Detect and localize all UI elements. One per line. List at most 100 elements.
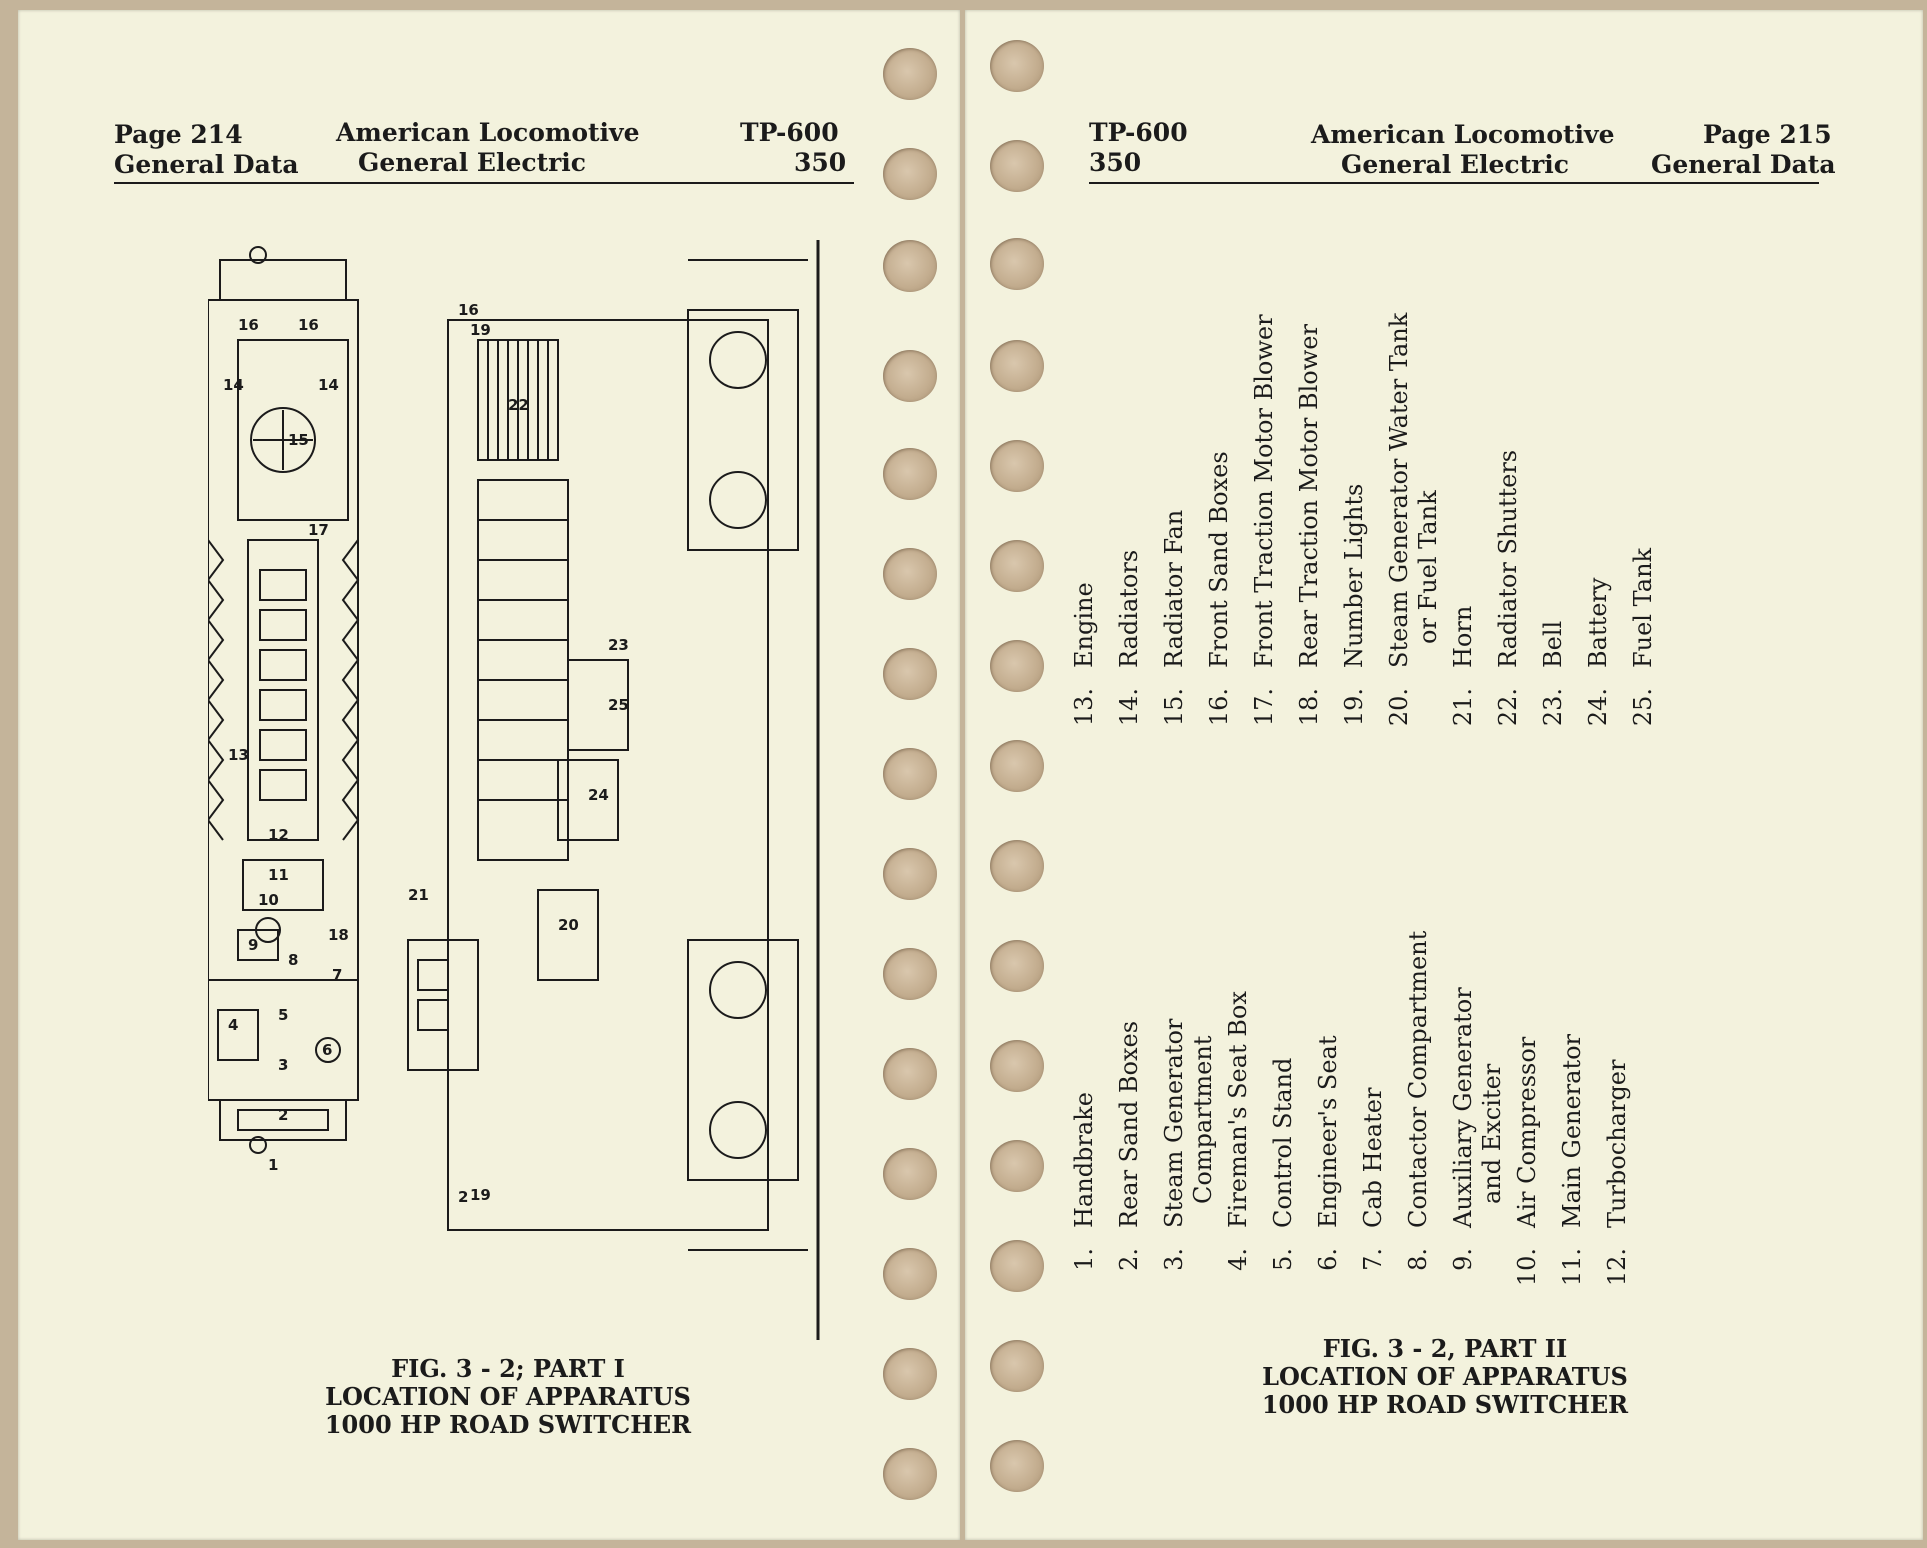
legend-item-label-line1: Horn <box>1449 605 1477 668</box>
punch-hole <box>990 1140 1044 1192</box>
legend-item-label-line1: Engineer's Seat <box>1314 1035 1342 1229</box>
legend-item: 22.Radiator Shutters <box>1494 313 1523 750</box>
punch-hole <box>990 340 1044 392</box>
legend-item: 4.Fireman's Seat Box <box>1224 931 1253 1310</box>
diagram-label-16a: 16 <box>238 316 259 334</box>
left-caption: FIG. 3 - 2; PART I LOCATION OF APPARATUS… <box>268 1355 748 1439</box>
legend-item-number: 9. <box>1449 1248 1477 1271</box>
legend-item-number: 1. <box>1070 1248 1098 1271</box>
diagram-label-10: 10 <box>258 891 279 909</box>
right-header-rule <box>1089 182 1819 184</box>
legend-item-number: 5. <box>1269 1248 1297 1271</box>
battery-box <box>557 759 619 841</box>
legend-item: 6. Engineer's Seat <box>1314 931 1343 1310</box>
diagram-label-1: 1 <box>268 1156 278 1174</box>
legend-item-label-line1: Rear Sand Boxes <box>1115 1020 1143 1228</box>
legend-item-number: 13. <box>1070 688 1098 727</box>
legend-item-number: 7. <box>1359 1248 1387 1271</box>
legend-item-label: Contactor Compartment <box>1404 931 1433 1228</box>
legend-item-label-line2: and Exciter <box>1478 1063 1506 1204</box>
punch-hole <box>883 148 937 200</box>
legend-item-number: 25. <box>1629 688 1657 727</box>
punch-hole <box>883 1248 937 1300</box>
right-company-line1: American Locomotive <box>1311 120 1615 149</box>
cab-plan <box>208 979 359 1101</box>
legend-item-number: 4. <box>1224 1248 1252 1271</box>
legend-item: 21. Horn <box>1449 313 1478 750</box>
fuel-tank-box <box>567 659 629 751</box>
right-caption: FIG. 3 - 2, PART II LOCATION OF APPARATU… <box>1205 1335 1685 1419</box>
legend-item-number: 11. <box>1558 1248 1586 1287</box>
legend-item: 25.Fuel Tank <box>1629 313 1658 750</box>
radiator-compartment <box>237 339 349 521</box>
diagram-label-7: 7 <box>332 966 342 984</box>
legend-item-label: Front Traction Motor Blower <box>1250 314 1279 668</box>
legend-item-number: 2. <box>1115 1248 1143 1271</box>
legend-item: 2. Rear Sand Boxes <box>1115 931 1144 1310</box>
punch-hole <box>883 1448 937 1500</box>
legend-item-number: 12. <box>1603 1248 1631 1287</box>
diagram-label-3: 3 <box>278 1056 288 1074</box>
legend-item-label-line1: Radiator Shutters <box>1494 449 1522 668</box>
punch-hole <box>883 1148 937 1200</box>
legend-item-label-line1: Engine <box>1070 582 1098 668</box>
legend-item-label: Battery <box>1584 578 1613 668</box>
punch-hole <box>990 1440 1044 1492</box>
punch-hole <box>990 238 1044 290</box>
legend-item-label-line1: Front Traction Motor Blower <box>1250 314 1278 668</box>
punch-hole <box>990 40 1044 92</box>
diagram-label-11: 11 <box>268 866 289 884</box>
diagram-label-24: 24 <box>588 786 609 804</box>
legend-item: 14.Radiators <box>1115 313 1144 750</box>
left-page: Page 214 General Data American Locomotiv… <box>18 10 960 1540</box>
right-doc-code: TP-600 <box>1089 118 1188 147</box>
legend-item: 17. Front Traction Motor Blower <box>1250 313 1279 750</box>
legend-item-number: 17. <box>1250 688 1278 727</box>
right-caption-line3: 1000 HP ROAD SWITCHER <box>1261 1390 1629 1419</box>
legend-item-label: Number Lights <box>1340 484 1369 668</box>
legend-item: 7.Cab Heater <box>1359 931 1388 1310</box>
diagram-label-18: 18 <box>328 926 349 944</box>
legend-item-number: 18. <box>1295 688 1323 727</box>
punch-hole <box>883 240 937 292</box>
left-page-number: Page 214 <box>114 120 243 149</box>
punch-hole <box>883 748 937 800</box>
legend-item-label: Bell <box>1539 621 1568 668</box>
legend-item: 18. Rear Traction Motor Blower <box>1295 313 1324 750</box>
punch-hole <box>990 1240 1044 1292</box>
legend-item-label-line1: Contactor Compartment <box>1404 930 1432 1228</box>
diagram-label-15: 15 <box>288 431 309 449</box>
legend-column-part1: 1. Handbrake 2. Rear Sand Boxes 3.Steam Gene… <box>1070 931 1648 1310</box>
left-caption-line3: 1000 HP ROAD SWITCHER <box>324 1410 692 1439</box>
hood-doors <box>477 479 569 861</box>
legend-item-label: Rear Traction Motor Blower <box>1295 324 1324 668</box>
legend-item-label-line1: Radiator Fan <box>1160 509 1188 668</box>
legend-item-label-line1: Number Lights <box>1340 483 1368 668</box>
legend-item-number: 6. <box>1314 1248 1342 1271</box>
legend-item: 13. Engine <box>1070 313 1099 750</box>
diagram-label-6: 6 <box>322 1041 332 1059</box>
cab-side <box>407 939 479 1071</box>
legend-item-label-line2: or Fuel Tank <box>1414 490 1442 644</box>
punch-hole <box>990 640 1044 692</box>
legend-item-number: 21. <box>1449 688 1477 727</box>
legend-item-label-line1: Handbrake <box>1070 1092 1098 1228</box>
diagram-label-16c: 16 <box>458 301 479 319</box>
punch-hole <box>990 440 1044 492</box>
right-caption-line1: FIG. 3 - 2, PART II <box>1322 1334 1568 1363</box>
punch-hole <box>990 140 1044 192</box>
diagram-label-22: 22 <box>508 396 529 414</box>
punch-hole <box>990 940 1044 992</box>
legend-item: 24.Battery <box>1584 313 1613 750</box>
diagram-label-21: 21 <box>408 886 429 904</box>
left-doc-code: TP-600 <box>740 118 839 147</box>
legend-item-label-line1: Air Compressor <box>1513 1036 1541 1228</box>
punch-hole <box>883 448 937 500</box>
legend-item-label: Engine <box>1070 582 1099 668</box>
diagram-label-20: 20 <box>558 916 579 934</box>
left-doc-sub: 350 <box>794 148 847 177</box>
